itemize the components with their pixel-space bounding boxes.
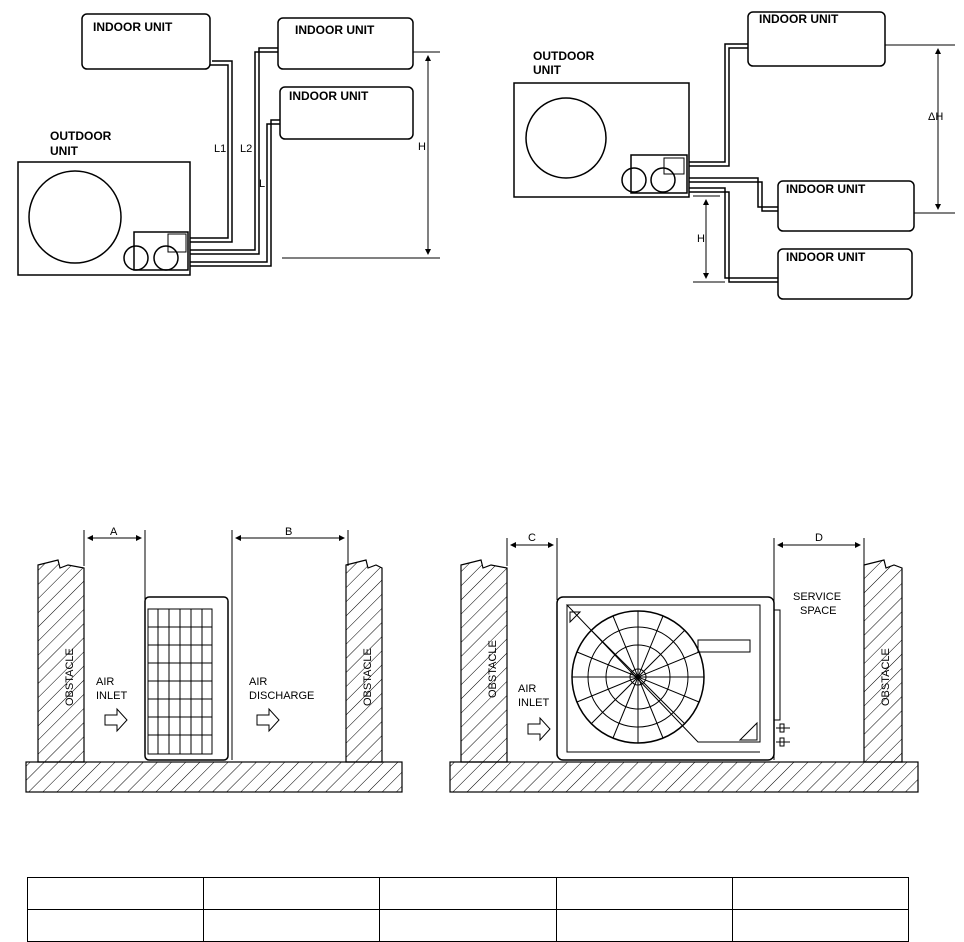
indoor-unit-label-4: INDOOR UNIT bbox=[759, 12, 839, 26]
air-discharge-label-line2: DISCHARGE bbox=[249, 690, 314, 702]
indoor-unit-label-3: INDOOR UNIT bbox=[289, 89, 369, 103]
air-inlet-label-line1-2: AIR bbox=[518, 683, 536, 695]
piping-diagram-1: INDOOR UNIT INDOOR UNIT INDOOR UNIT OUTD… bbox=[17, 13, 440, 276]
piping-diagram-2: OUTDOOR UNIT INDOOR UNIT INDOOR UNIT IND… bbox=[513, 11, 955, 300]
obstacle-wall-right bbox=[345, 559, 383, 763]
fan-circle-2 bbox=[525, 97, 607, 179]
table-cell bbox=[26, 877, 205, 910]
air-inlet-label-line2-2: INLET bbox=[518, 697, 549, 709]
outdoor-unit-front bbox=[556, 596, 775, 761]
outdoor-unit-side bbox=[144, 596, 229, 761]
table-cell bbox=[731, 877, 910, 910]
table-cell bbox=[555, 909, 733, 942]
obstacle-wall-left bbox=[37, 559, 85, 763]
valve-2 bbox=[153, 245, 179, 271]
obstacle-label-left: OBSTACLE bbox=[64, 648, 76, 706]
coil-grid bbox=[147, 608, 213, 755]
brand-plate bbox=[697, 639, 751, 653]
fan-spokes bbox=[572, 611, 704, 743]
indoor-unit-label-6: INDOOR UNIT bbox=[786, 250, 866, 264]
valve-panel bbox=[133, 231, 189, 271]
table-row bbox=[26, 909, 910, 942]
obstacle-wall-right-2 bbox=[863, 559, 903, 763]
delta-h-label: ΔH bbox=[928, 111, 943, 123]
obstacle-label-right-2: OBSTACLE bbox=[880, 648, 892, 706]
table-cell bbox=[26, 909, 205, 942]
air-discharge-arrow bbox=[256, 707, 280, 733]
obstacle-label-left-2: OBSTACLE bbox=[487, 640, 499, 698]
obstacle-label-right: OBSTACLE bbox=[362, 648, 374, 706]
dimension-d-label: D bbox=[815, 532, 823, 544]
indoor-unit-label-1: INDOOR UNIT bbox=[93, 20, 173, 34]
clearance-front-view: OBSTACLE OBSTACLE C D bbox=[449, 532, 919, 793]
indoor-unit-label-5: INDOOR UNIT bbox=[786, 182, 866, 196]
outdoor-unit-label-line2-2: UNIT bbox=[533, 63, 562, 77]
table-cell bbox=[203, 877, 381, 910]
indoor-unit-box-3 bbox=[279, 86, 414, 140]
outdoor-unit-label-line1-2: OUTDOOR bbox=[533, 49, 595, 63]
dimension-c-label: C bbox=[528, 532, 536, 544]
length-l2-label: L2 bbox=[240, 143, 252, 155]
outdoor-unit-label-line2: UNIT bbox=[50, 144, 79, 158]
air-inlet-label-line1: AIR bbox=[96, 676, 114, 688]
height-h-label: H bbox=[418, 141, 426, 153]
table-cell bbox=[731, 909, 910, 942]
table-cell bbox=[203, 909, 381, 942]
indoor-unit-box-2 bbox=[277, 17, 414, 70]
table-cell bbox=[379, 877, 557, 910]
indoor-unit-box-6 bbox=[777, 248, 913, 300]
obstacle-wall-left-2 bbox=[460, 559, 508, 763]
height-h-label-2: H bbox=[697, 233, 705, 245]
outdoor-unit-box-2 bbox=[513, 82, 690, 198]
air-discharge-label-line1: AIR bbox=[249, 676, 267, 688]
fan-circle bbox=[28, 170, 122, 264]
outdoor-unit-label-line1: OUTDOOR bbox=[50, 129, 112, 143]
service-space-label-line2: SPACE bbox=[800, 605, 836, 617]
air-inlet-label-line2: INLET bbox=[96, 690, 127, 702]
length-l-label: L bbox=[259, 178, 265, 190]
indoor-unit-box-5 bbox=[777, 180, 915, 232]
table-cell bbox=[379, 909, 557, 942]
ground bbox=[25, 761, 403, 793]
ground-2 bbox=[449, 761, 919, 793]
clearance-side-view: OBSTACLE OBSTACLE A B AIR INLET AIR DISC… bbox=[25, 526, 403, 793]
air-inlet-arrow-2 bbox=[527, 716, 551, 742]
valve-1 bbox=[123, 245, 149, 271]
table-row bbox=[26, 877, 910, 910]
indoor-unit-box-1 bbox=[81, 13, 211, 70]
outdoor-unit-box bbox=[17, 161, 191, 276]
table-cell bbox=[555, 877, 733, 910]
indoor-unit-box-4 bbox=[747, 11, 886, 67]
dimension-b-label: B bbox=[285, 526, 292, 538]
length-l1-label: L1 bbox=[214, 143, 226, 155]
air-inlet-arrow bbox=[104, 707, 128, 733]
service-space-label-line1: SERVICE bbox=[793, 591, 841, 603]
specification-table bbox=[26, 877, 910, 942]
indoor-unit-label-2: INDOOR UNIT bbox=[295, 23, 375, 37]
dimension-a-label: A bbox=[110, 526, 118, 538]
